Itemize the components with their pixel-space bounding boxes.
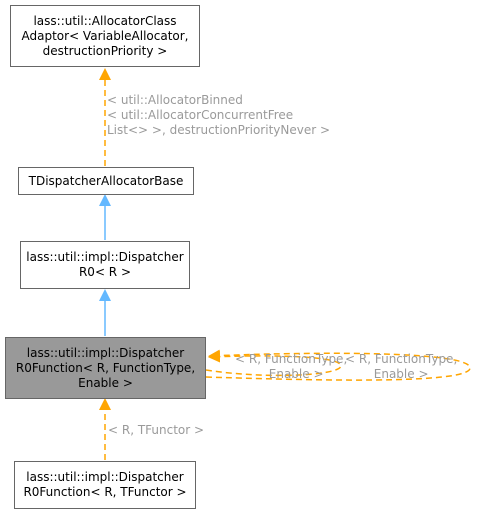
node-line: lass::util::impl::Dispatcher	[26, 470, 184, 484]
node-line: destructionPriority >	[42, 43, 168, 58]
node-line: lass::util::impl::Dispatcher	[26, 250, 184, 264]
node-line: R0Function< R, FunctionType,	[15, 360, 196, 375]
node-line: TDispatcherAllocatorBase	[28, 173, 184, 188]
node-dispatcher-r0[interactable]: lass::util::impl::Dispatcher R0< R >	[20, 241, 190, 289]
node-line: Enable >	[78, 375, 133, 390]
node-dispatcher-r0-function-tfunctor[interactable]: lass::util::impl::Dispatcher R0Function<…	[14, 461, 196, 509]
node-line: Adaptor< VariableAllocator,	[21, 28, 189, 43]
node-line: lass::util::impl::Dispatcher	[26, 345, 185, 360]
node-dispatcher-r0-function[interactable]: lass::util::impl::Dispatcher R0Function<…	[5, 337, 206, 399]
node-line: lass::util::AllocatorClass	[33, 13, 177, 28]
edge-label-self-args-overlap: < R, FunctionType, Enable >	[235, 352, 348, 381]
node-line: R0Function< R, TFunctor >	[23, 485, 187, 499]
node-dispatcher-allocator-base[interactable]: TDispatcherAllocatorBase	[18, 167, 194, 195]
node-allocator-class-adaptor[interactable]: lass::util::AllocatorClass Adaptor< Vari…	[10, 5, 200, 67]
edge-label-tfunctor-args: < R, TFunctor >	[108, 423, 205, 437]
node-line: R0< R >	[78, 265, 132, 279]
edge-self-loop-outer	[205, 349, 471, 381]
edge-label-adaptor-args: < util::AllocatorBinned < util::Allocato…	[107, 93, 331, 137]
edge-label-self-args: < R, FunctionType, Enable >	[345, 352, 458, 381]
